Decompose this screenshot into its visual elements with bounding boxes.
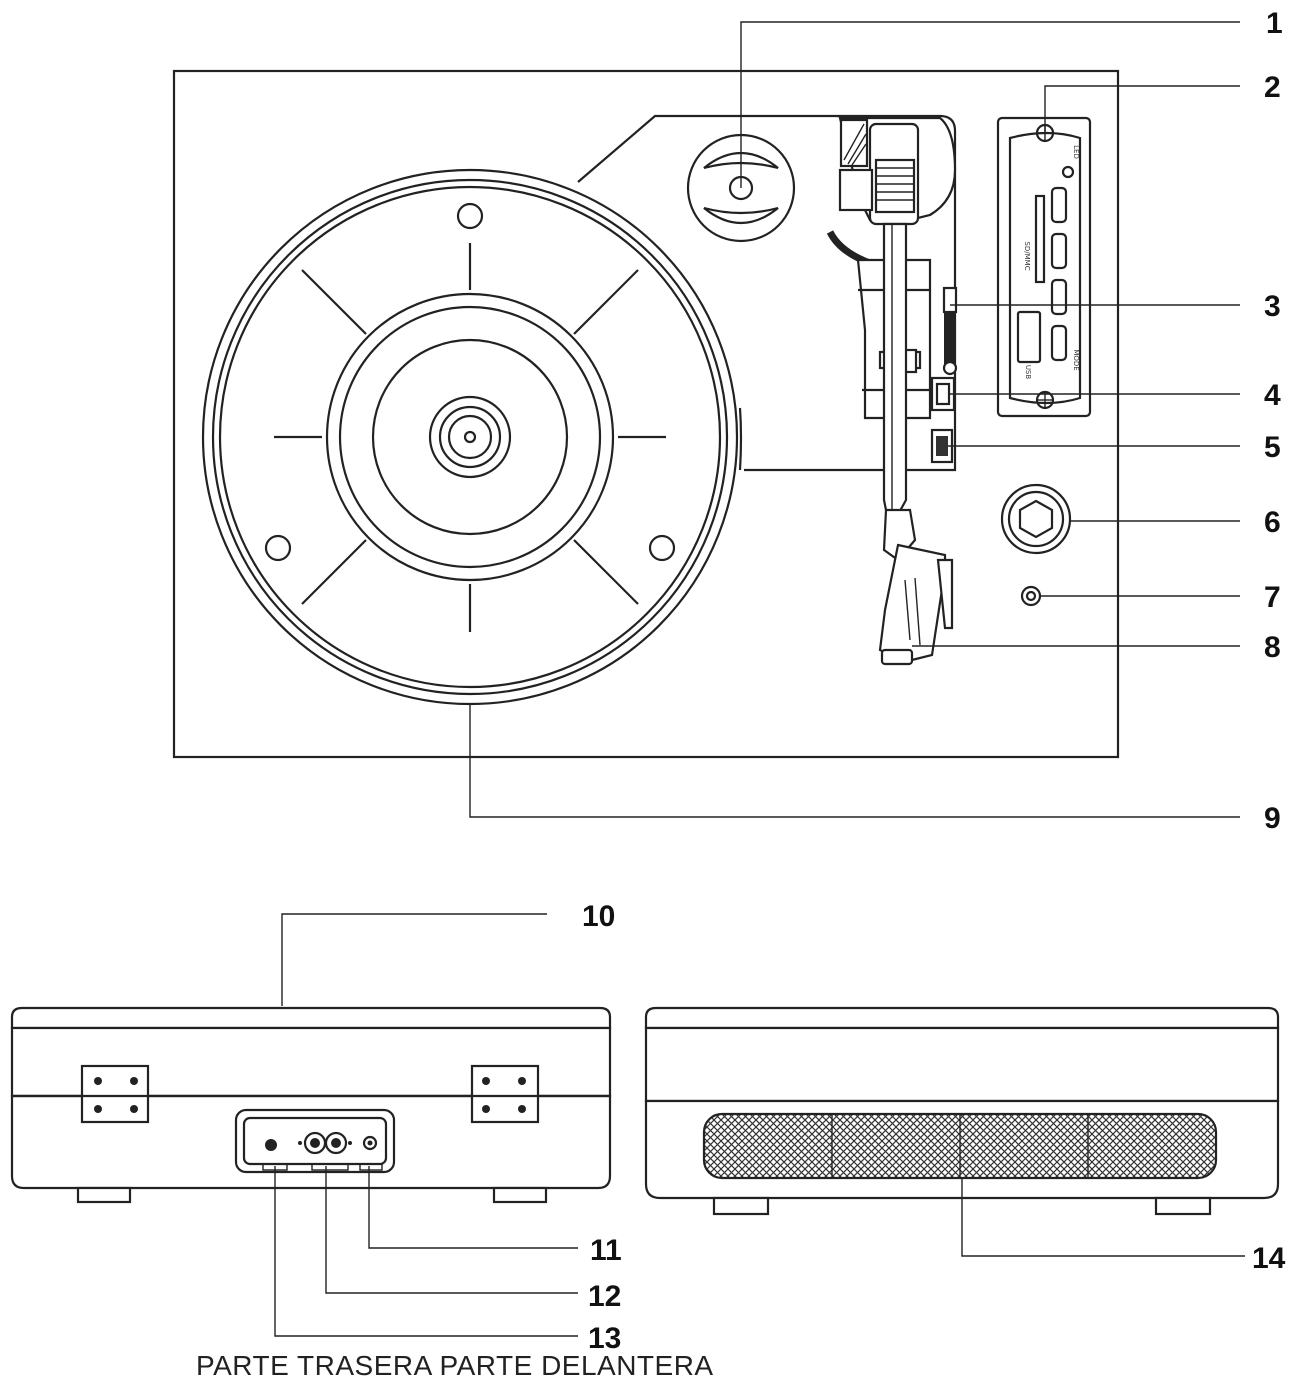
turntable-back-view — [10, 913, 612, 1337]
callout-12: 12 — [588, 1280, 621, 1313]
rca-right-jack — [324, 1131, 348, 1155]
callout-11: 11 — [590, 1234, 622, 1267]
line-out-jack — [265, 1139, 277, 1151]
turntable-base-outline — [172, 69, 1120, 759]
callout-9: 9 — [1264, 802, 1281, 835]
callout-4: 4 — [1264, 379, 1281, 412]
dc-in-jack — [362, 1135, 378, 1151]
callout-14: 14 — [1252, 1242, 1286, 1275]
callout-13: 13 — [588, 1322, 621, 1355]
platter — [201, 168, 743, 706]
usb-sd-control-panel: SD/MMC USB MODE LED — [996, 116, 1092, 418]
volume-knob — [1000, 483, 1072, 555]
auto-stop-switch — [930, 428, 954, 464]
tonearm-plate-outline — [577, 114, 957, 472]
leader-lines-top — [469, 21, 1240, 818]
speed-switch — [930, 376, 956, 412]
hinge-right — [470, 1064, 540, 1124]
callout-1: 1 — [1266, 7, 1283, 40]
panel-label-led: LED — [1072, 145, 1080, 159]
callout-5: 5 — [1264, 431, 1281, 464]
cue-lever — [942, 286, 958, 376]
tonearm — [826, 116, 957, 666]
panel-label-mode: MODE — [1072, 349, 1080, 370]
hinge-left — [80, 1064, 150, 1124]
callout-7: 7 — [1264, 581, 1281, 614]
panel-label-usb: USB — [1024, 365, 1032, 380]
callout-10: 10 — [582, 900, 615, 933]
turntable-top-view: SD/MMC USB MODE LED — [172, 21, 1240, 818]
leader-line-front — [961, 1178, 1245, 1257]
callout-2: 2 — [1264, 71, 1281, 104]
panel-label-sd: SD/MMC — [1023, 241, 1031, 270]
callout-8: 8 — [1264, 631, 1281, 664]
view-caption: PARTE TRASERA PARTE DELANTERA — [196, 1350, 714, 1381]
leader-lines-back — [274, 913, 578, 1337]
callout-6: 6 — [1264, 506, 1281, 539]
rear-connection-panel — [234, 1108, 396, 1174]
callout-3: 3 — [1264, 290, 1281, 323]
headphone-jack — [1020, 585, 1042, 607]
callout-numbers: 1 2 3 4 5 6 7 8 9 10 11 12 13 14 — [582, 7, 1286, 1355]
turntable-front-view — [644, 1006, 1280, 1257]
